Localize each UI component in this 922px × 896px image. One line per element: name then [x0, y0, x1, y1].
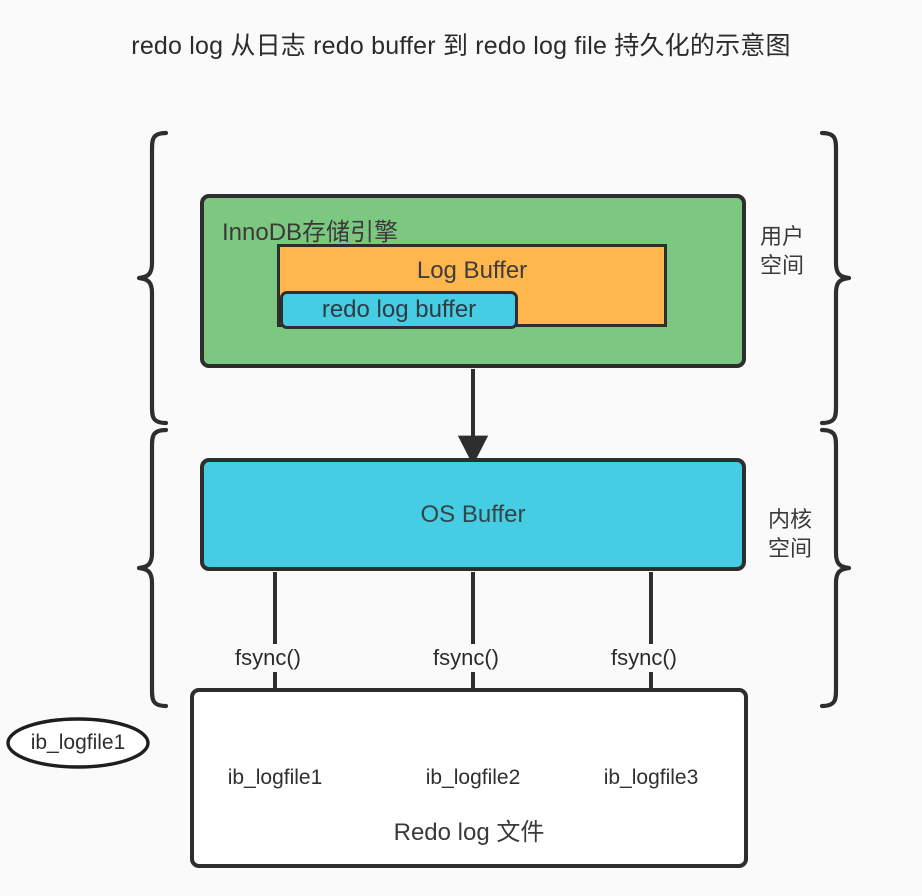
right-brace-user-space	[819, 130, 852, 426]
left-brace-kernel-space	[136, 427, 169, 709]
kernel-space-label-line2: 空间	[768, 536, 813, 562]
redo-log-buffer-box[interactable]: redo log buffer	[280, 291, 518, 329]
user-space-label-line1: 用户	[760, 224, 805, 249]
user-space-label-line2: 空间	[760, 253, 805, 279]
fsync-label-2: fsync()	[430, 644, 502, 672]
fsync-label-1: fsync()	[232, 644, 304, 672]
log-buffer-label: Log Buffer	[416, 257, 528, 284]
kernel-space-label: 内核 空间	[768, 505, 812, 563]
logfile-label-2: ib_logfile2	[425, 766, 521, 789]
redo-log-file-label: Redo log 文件	[393, 819, 545, 846]
floating-logfile-ellipse	[6, 717, 150, 769]
os-buffer-box[interactable]: OS Buffer	[200, 458, 746, 571]
os-buffer-label: OS Buffer	[420, 500, 526, 528]
floating-logfile-label: ib_logfile1	[30, 731, 126, 754]
innodb-label: InnoDB存储引擎	[222, 219, 399, 246]
right-brace-kernel-space	[819, 427, 852, 709]
page-title: redo log 从日志 redo buffer 到 redo log file…	[131, 32, 791, 60]
fsync-label-3: fsync()	[608, 644, 680, 672]
logfile-label-1: ib_logfile1	[227, 766, 323, 789]
kernel-space-label-line1: 内核	[768, 507, 813, 532]
redo-log-file-box[interactable]: Redo log 文件	[190, 688, 748, 868]
redo-log-buffer-label: redo log buffer	[321, 296, 477, 323]
user-space-label: 用户 空间	[760, 222, 804, 280]
left-brace-user-space	[136, 130, 169, 426]
logfile-label-3: ib_logfile3	[603, 766, 699, 789]
